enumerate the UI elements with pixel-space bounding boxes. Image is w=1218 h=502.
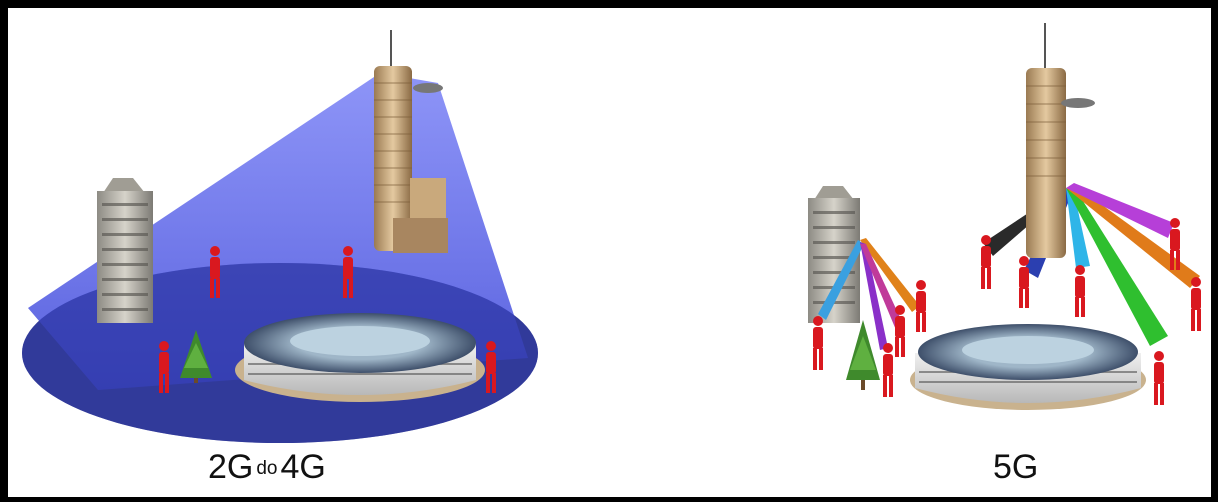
person-icon bbox=[981, 235, 991, 289]
office-building bbox=[97, 178, 153, 323]
legacy-network-scene bbox=[22, 30, 538, 443]
5g-network-scene bbox=[808, 23, 1201, 410]
comparison-illustration bbox=[8, 8, 1211, 497]
person-icon bbox=[1191, 277, 1201, 331]
person-icon bbox=[883, 343, 893, 397]
person-icon bbox=[1075, 265, 1085, 317]
tree bbox=[846, 320, 880, 390]
person-icon bbox=[916, 280, 926, 332]
caption-connector: do bbox=[256, 458, 277, 479]
person-icon bbox=[895, 305, 905, 357]
person-icon bbox=[813, 316, 823, 370]
stadium bbox=[910, 324, 1146, 410]
caption-prefix: 2G bbox=[208, 448, 253, 486]
caption-suffix: 4G bbox=[281, 448, 326, 486]
caption-5g: 5G bbox=[993, 448, 1038, 487]
beams-from-tower bbox=[983, 183, 1200, 346]
stadium bbox=[235, 313, 485, 402]
person-icon bbox=[1154, 351, 1164, 405]
person-icon bbox=[1019, 256, 1029, 308]
